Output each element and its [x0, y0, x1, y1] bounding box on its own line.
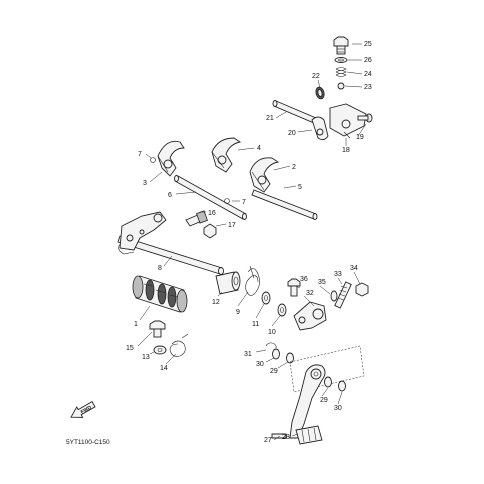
label-14: 14 [160, 365, 168, 372]
part-circlip-31[interactable] [265, 342, 277, 349]
part-clip-17[interactable] [203, 223, 217, 239]
label-13: 13 [142, 354, 150, 361]
label-3: 3 [143, 180, 147, 187]
label-36: 36 [300, 276, 308, 283]
part-bolt-33[interactable] [334, 281, 352, 309]
part-torsion-spring-14[interactable] [169, 333, 189, 357]
part-washer-30b[interactable] [338, 380, 346, 392]
part-washer-35[interactable] [330, 290, 338, 302]
diagram-code: 5YT1100-C150 [66, 439, 110, 446]
label-29b: 29 [320, 397, 328, 404]
label-30b: 30 [334, 405, 342, 412]
part-shift-fork-2[interactable] [249, 157, 280, 193]
label-21: 21 [266, 115, 274, 122]
part-bolt-15[interactable] [149, 320, 166, 338]
part-spring-24[interactable] [335, 67, 347, 77]
label-23: 23 [364, 84, 372, 91]
part-shift-shaft-21[interactable] [272, 100, 317, 124]
part-oil-seal-22[interactable] [315, 86, 326, 100]
label-15: 15 [126, 345, 134, 352]
part-washer-30a[interactable] [272, 348, 280, 360]
label-28: 28 [282, 434, 290, 441]
part-washer-10[interactable] [277, 303, 287, 317]
part-stopper-bolt-25[interactable] [333, 36, 349, 55]
label-18: 18 [342, 147, 350, 154]
label-12: 12 [212, 299, 220, 306]
label-22: 22 [312, 73, 320, 80]
label-32: 32 [306, 290, 314, 297]
part-washer-13[interactable] [153, 345, 167, 355]
label-7a: 7 [138, 151, 142, 158]
fwd-arrow-icon: FWD [70, 400, 96, 418]
label-26: 26 [364, 57, 372, 64]
part-shift-arm-20[interactable] [311, 116, 329, 141]
label-17: 17 [228, 222, 236, 229]
part-gasket-26[interactable] [334, 57, 348, 63]
label-11: 11 [252, 321, 259, 328]
part-fork-guide-bar-6[interactable] [174, 175, 247, 220]
label-34: 34 [350, 265, 358, 272]
label-25: 25 [364, 41, 372, 48]
label-20: 20 [288, 130, 296, 137]
part-collar-12[interactable] [215, 271, 241, 295]
label-10: 10 [268, 329, 276, 336]
label-29a: 29 [270, 368, 278, 375]
label-4: 4 [257, 145, 261, 152]
part-circlip-7a[interactable] [150, 157, 156, 163]
part-screw-16[interactable] [185, 210, 208, 227]
label-30a: 30 [256, 361, 264, 368]
part-pedal-rubber-28[interactable] [295, 425, 323, 445]
part-shift-drum-1[interactable] [132, 275, 188, 313]
label-2: 2 [292, 164, 296, 171]
part-circlip-7b[interactable] [224, 198, 230, 204]
label-35: 35 [318, 279, 326, 286]
part-bolt-19[interactable] [357, 113, 373, 123]
part-shift-fork-3[interactable] [157, 140, 185, 177]
label-9: 9 [236, 309, 240, 316]
part-washer-11[interactable] [261, 291, 271, 305]
label-1: 1 [134, 321, 138, 328]
label-16: 16 [208, 210, 216, 217]
fwd-label: FWD [80, 405, 93, 416]
part-stopper-lever-32[interactable] [293, 301, 327, 331]
part-nut-34[interactable] [355, 282, 369, 297]
label-24: 24 [364, 71, 372, 78]
part-shift-fork-4[interactable] [211, 137, 242, 173]
part-washer-29b[interactable] [324, 376, 332, 388]
part-fork-guide-bar-5[interactable] [251, 189, 318, 220]
part-ball-23[interactable] [337, 82, 345, 90]
leader-lines [137, 43, 367, 441]
part-bolt-36[interactable] [287, 278, 301, 297]
label-6: 6 [168, 192, 172, 199]
label-19: 19 [356, 134, 364, 141]
part-shift-lever-18[interactable] [329, 103, 367, 139]
label-33: 33 [334, 271, 342, 278]
part-spring-9[interactable] [245, 265, 260, 296]
label-31: 31 [244, 351, 252, 358]
part-washer-29a[interactable] [286, 352, 294, 364]
label-5: 5 [298, 184, 302, 191]
label-7b: 7 [242, 199, 246, 206]
part-shift-plate-assembly[interactable] [118, 211, 167, 255]
part-shift-shaft-8[interactable] [117, 235, 224, 275]
label-27: 27 [264, 437, 272, 444]
label-8: 8 [158, 265, 162, 272]
